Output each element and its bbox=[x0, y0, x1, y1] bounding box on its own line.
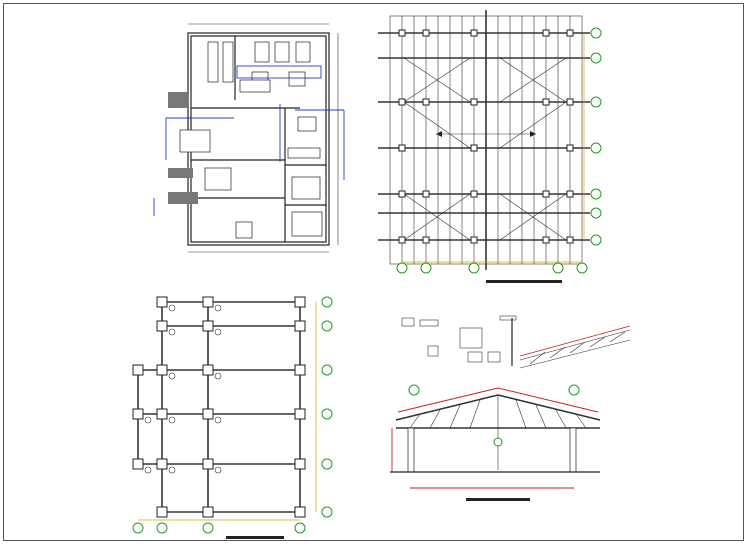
roof-columns bbox=[398, 29, 574, 244]
grid-bubbles-bottom bbox=[396, 262, 588, 274]
truss-grid-bubble bbox=[408, 384, 420, 396]
truss-column bbox=[569, 427, 577, 473]
layout-columns bbox=[132, 296, 306, 518]
roof-beams bbox=[378, 32, 590, 241]
footings bbox=[144, 304, 222, 474]
bed bbox=[291, 176, 321, 200]
floor-plan bbox=[153, 23, 345, 253]
truss-title-bar bbox=[466, 498, 530, 501]
stair-hatch bbox=[168, 92, 188, 108]
stair-hatch bbox=[168, 192, 198, 204]
layout-title-bar bbox=[226, 536, 284, 539]
desk bbox=[235, 221, 253, 239]
roof-bracing bbox=[403, 57, 567, 241]
stair-hatch bbox=[168, 168, 193, 178]
desk bbox=[179, 129, 211, 153]
roof-truss bbox=[395, 387, 601, 470]
layout-grid-bubbles-right bbox=[321, 296, 333, 518]
layout-beams bbox=[137, 301, 301, 513]
sheet-border bbox=[3, 3, 744, 541]
bed bbox=[291, 211, 323, 237]
desk bbox=[204, 167, 232, 191]
roof-plan-title-bar bbox=[486, 280, 562, 283]
grid-bubbles-right bbox=[590, 27, 602, 246]
truss-grid-bubble bbox=[568, 384, 580, 396]
dining-tables bbox=[207, 41, 311, 93]
connection-details bbox=[401, 315, 631, 369]
truss-column bbox=[407, 427, 415, 473]
column-beam-layout bbox=[132, 296, 333, 539]
kitchen-counter bbox=[287, 147, 321, 159]
layout-grid-bubbles-bottom bbox=[132, 522, 306, 534]
roof-framing-plan bbox=[378, 10, 602, 283]
roof-purlins bbox=[401, 10, 571, 270]
truss-section bbox=[390, 315, 631, 501]
blue-dim-box bbox=[236, 65, 322, 79]
truss-grid-bubble bbox=[493, 437, 503, 447]
bath-fixture bbox=[297, 116, 317, 132]
